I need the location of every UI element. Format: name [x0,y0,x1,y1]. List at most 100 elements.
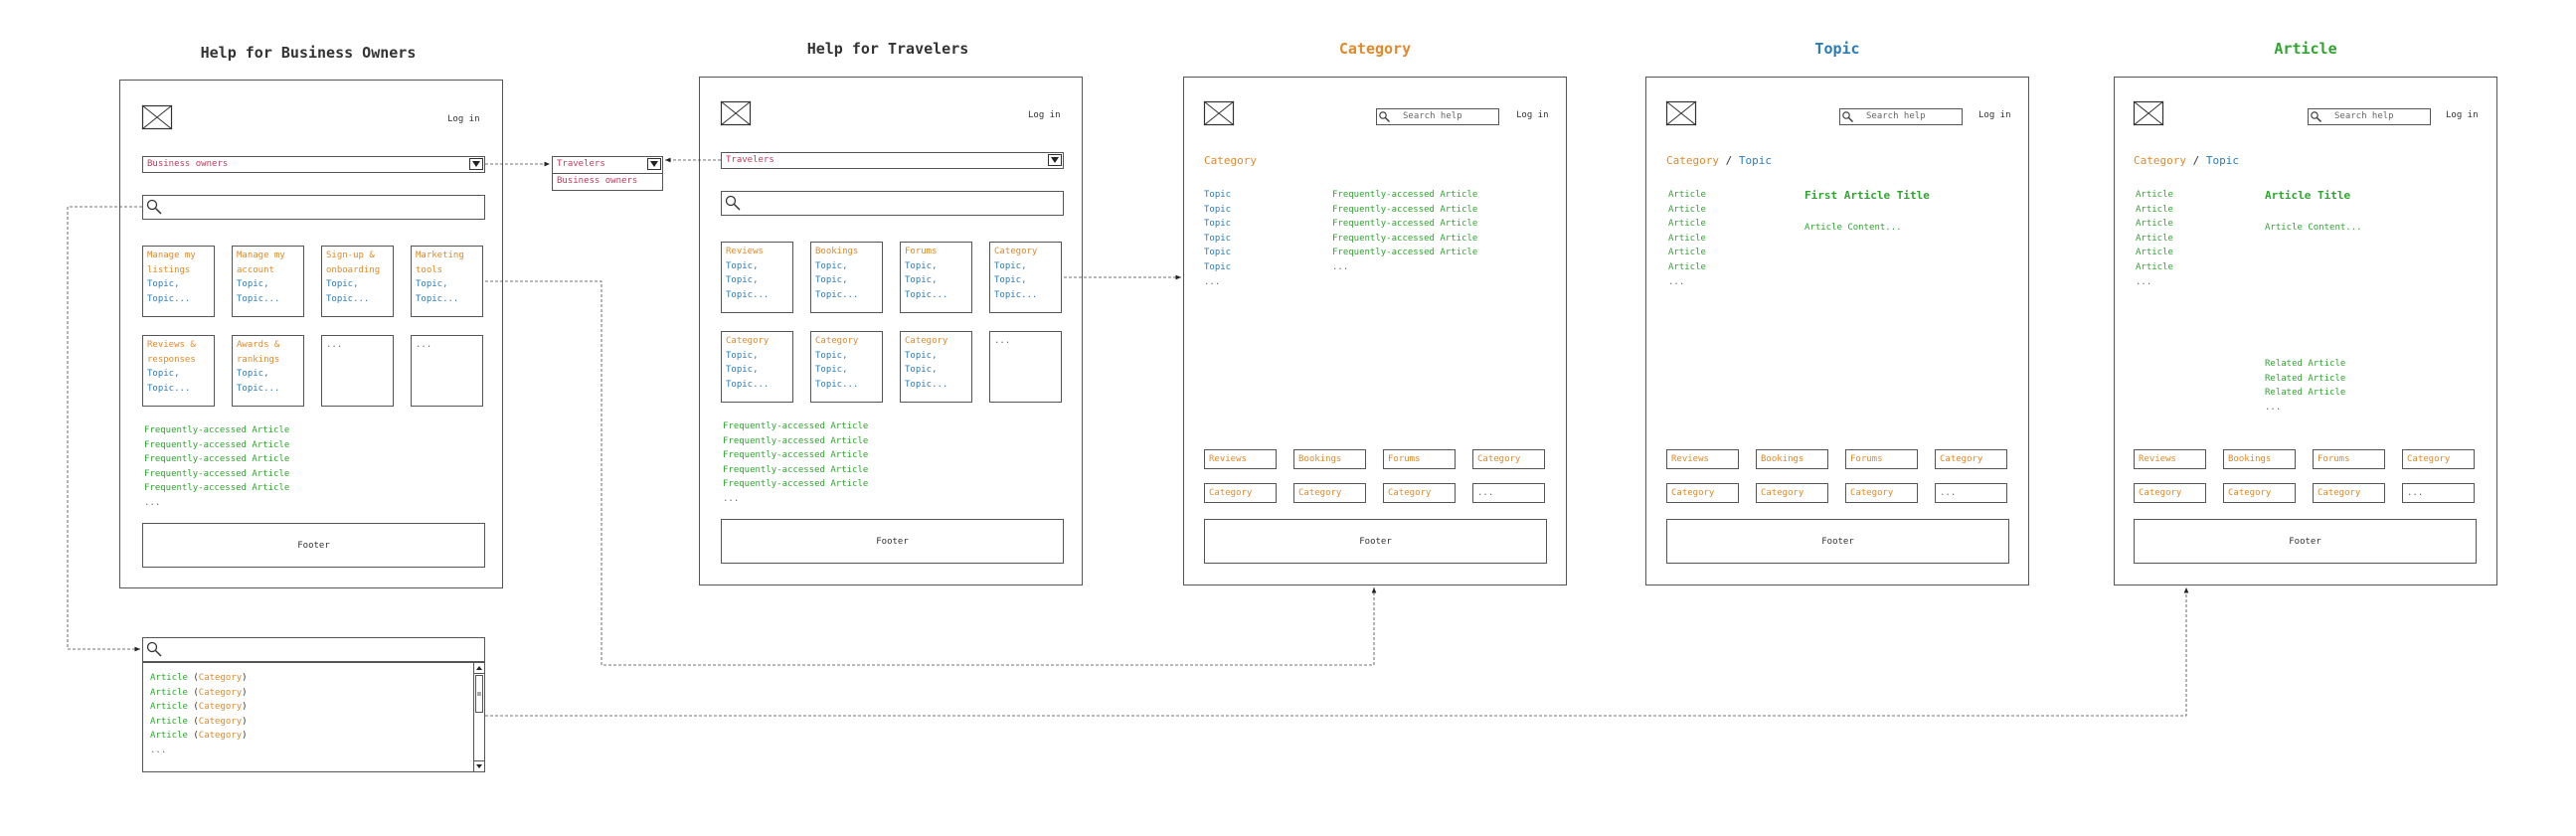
article-link[interactable]: Article [2136,248,2173,258]
category-button[interactable]: Forums [2313,449,2385,469]
faq-article-link[interactable]: Frequently-accessed Article [723,421,869,431]
faq-article-link[interactable]: Frequently-accessed Article [1332,248,1478,258]
card-topic-link[interactable]: Topic... [994,289,1038,300]
category-button[interactable]: Category [2402,449,2475,469]
category-card[interactable]: ... [321,335,394,407]
category-button[interactable]: Bookings [1293,449,1366,469]
card-topic-link[interactable]: Topic, [726,365,759,376]
category-button[interactable]: Category [1293,483,1366,503]
category-button[interactable]: ... [2402,483,2475,503]
search-input[interactable] [721,191,1064,216]
faq-article-link[interactable]: Frequently-accessed Article [723,479,869,490]
card-topic-link[interactable]: Topic, [147,369,180,380]
category-button[interactable]: Category [1204,483,1277,503]
category-button[interactable]: Category [1383,483,1456,503]
login-link[interactable]: Log in [1978,110,2011,120]
card-topic-link[interactable]: Topic... [147,383,191,394]
breadcrumb-topic[interactable]: Topic [2205,154,2239,167]
category-button[interactable]: Category [1935,449,2007,469]
faq-article-link[interactable]: Frequently-accessed Article [723,464,869,475]
topic-link[interactable]: Topic [1204,262,1232,272]
card-topic-link[interactable]: Topic... [815,379,859,390]
article-link[interactable]: Article [2136,262,2173,272]
audience-dropdown-expanded[interactable]: Travelers Business owners [552,156,663,191]
category-button[interactable]: ... [1935,483,2007,503]
chevron-down-icon[interactable] [647,158,661,170]
card-topic-link[interactable]: Topic, [726,275,759,286]
article-link[interactable]: Article [1668,204,1706,215]
search-result-item[interactable]: Article (Category) [150,673,248,683]
article-link[interactable]: Article [1668,248,1706,258]
search-result-item[interactable]: Article (Category) [150,716,248,727]
topic-link[interactable]: Topic [1204,219,1232,230]
article-link[interactable]: Article [1668,219,1706,230]
faq-article-link[interactable]: Frequently-accessed Article [144,454,290,465]
card-topic-link[interactable]: Topic... [905,379,948,390]
card-topic-link[interactable]: Topic, [237,369,269,380]
chevron-down-icon[interactable] [469,158,483,170]
faq-article-link[interactable]: Frequently-accessed Article [144,439,290,450]
article-link[interactable]: Article [1668,233,1706,244]
card-topic-link[interactable]: Topic, [994,260,1027,271]
card-topic-link[interactable]: Topic, [147,279,180,290]
category-button[interactable]: Reviews [1666,449,1739,469]
faq-article-link[interactable]: Frequently-accessed Article [723,435,869,446]
category-button[interactable]: Reviews [2134,449,2206,469]
card-topic-link[interactable]: Topic... [815,289,859,300]
faq-article-link[interactable]: Frequently-accessed Article [1332,190,1478,200]
article-link[interactable]: Article [2136,190,2173,200]
card-topic-link[interactable]: Topic... [905,289,948,300]
article-link[interactable]: Article [2136,233,2173,244]
category-button[interactable]: Bookings [1756,449,1828,469]
faq-article-link[interactable]: Frequently-accessed Article [1332,219,1478,230]
login-link[interactable]: Log in [2446,110,2479,120]
card-topic-link[interactable]: Topic, [905,275,938,286]
card-topic-link[interactable]: Topic... [147,293,191,304]
category-button[interactable]: Category [2223,483,2296,503]
card-topic-link[interactable]: Topic, [905,260,938,271]
card-topic-link[interactable]: Topic, [815,260,848,271]
category-button[interactable]: Forums [1845,449,1918,469]
scroll-thumb[interactable] [475,675,483,713]
category-button[interactable]: Category [2134,483,2206,503]
scroll-up-icon[interactable] [474,663,484,674]
login-link[interactable]: Log in [1028,110,1061,120]
related-article-link[interactable]: Related Article [2265,359,2346,369]
topic-link[interactable]: Topic [1204,204,1232,215]
card-topic-link[interactable]: Topic, [905,365,938,376]
search-result-item[interactable]: Article (Category) [150,687,248,698]
search-result-item[interactable]: Article (Category) [150,702,248,713]
article-link[interactable]: Article [2136,219,2173,230]
topic-link[interactable]: Topic [1204,190,1232,200]
card-topic-link[interactable]: Topic, [815,275,848,286]
faq-article-link[interactable]: Frequently-accessed Article [144,425,290,435]
card-topic-link[interactable]: Topic, [905,350,938,361]
chevron-down-icon[interactable] [1048,154,1062,166]
faq-article-link[interactable]: Frequently-accessed Article [144,468,290,479]
category-button[interactable]: Category [1845,483,1918,503]
topic-link[interactable]: Topic [1204,248,1232,258]
article-link[interactable]: Article [1668,262,1706,272]
category-button[interactable]: Category [1666,483,1739,503]
card-topic-link[interactable]: Topic, [416,279,448,290]
card-topic-link[interactable]: Topic, [726,260,759,271]
category-button[interactable]: Category [1472,449,1545,469]
breadcrumb-category[interactable]: Category [2134,154,2186,167]
article-link[interactable]: Article [2136,204,2173,215]
scroll-down-icon[interactable] [474,760,484,771]
card-topic-link[interactable]: Topic, [994,275,1027,286]
search-input[interactable]: Search help [2308,108,2431,125]
topic-link[interactable]: Topic [1204,233,1232,244]
related-article-link[interactable]: Related Article [2265,373,2346,384]
card-topic-link[interactable]: Topic, [815,365,848,376]
faq-article-link[interactable]: Frequently-accessed Article [1332,233,1478,244]
